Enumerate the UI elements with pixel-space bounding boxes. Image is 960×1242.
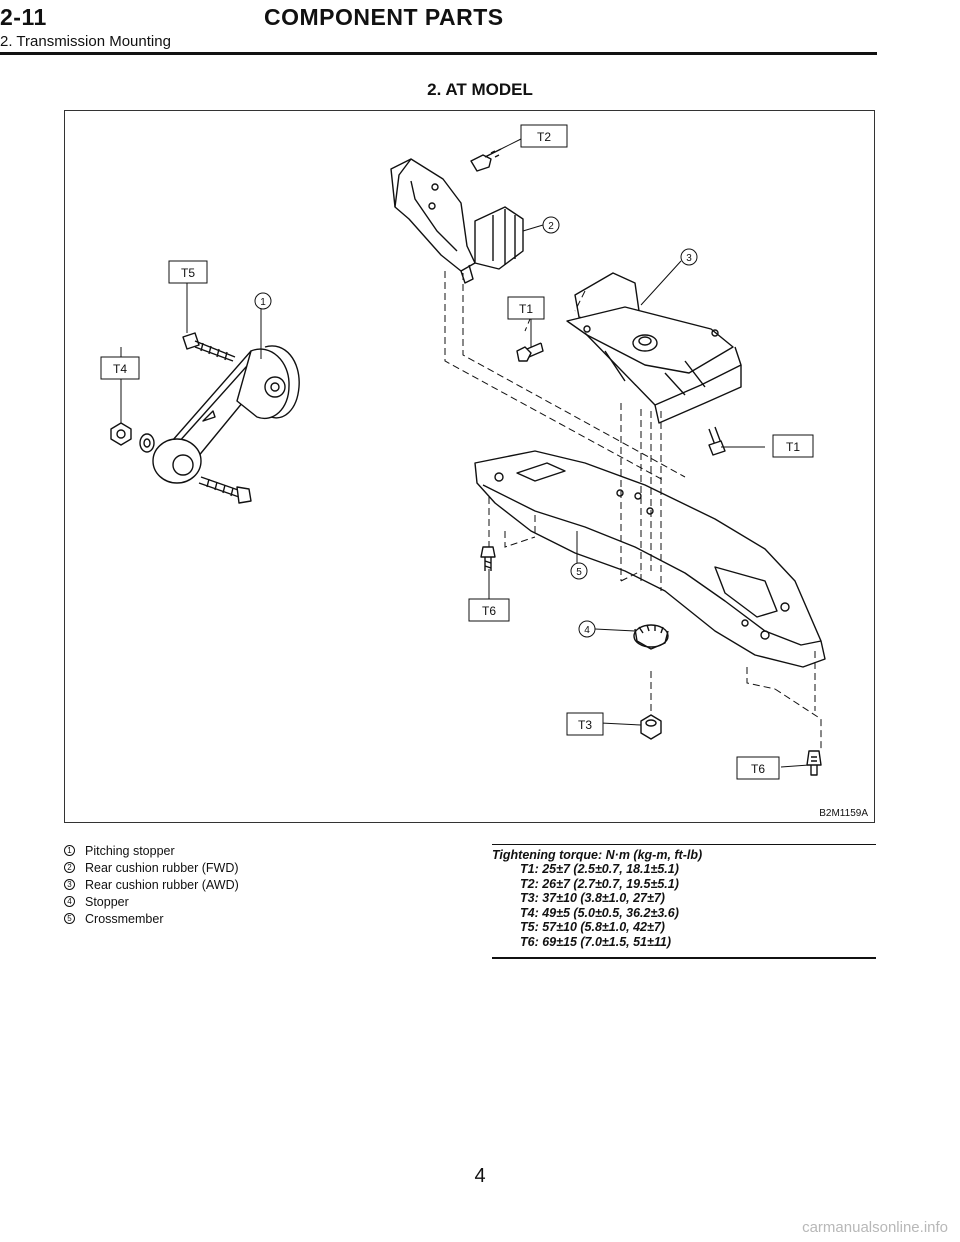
t2-bolt	[470, 148, 502, 172]
legend-text: Crossmember	[85, 911, 164, 926]
label-t1-upper: T1	[519, 302, 533, 316]
legend-text: Rear cushion rubber (FWD)	[85, 860, 239, 875]
t5-bolt	[182, 332, 236, 362]
t6-callout-box-left	[468, 598, 510, 622]
label-t2: T2	[537, 130, 551, 144]
legend-number: 1	[64, 845, 75, 856]
t4-callout-box	[100, 356, 140, 380]
model-title: 2. AT MODEL	[427, 80, 533, 99]
legend-number: 5	[64, 913, 75, 924]
header-rule	[0, 52, 877, 55]
t1-bolt-left	[516, 342, 544, 362]
t1-bolt-right	[708, 426, 726, 456]
rear-cushion-rubber-awd	[566, 272, 742, 424]
label-t5: T5	[181, 266, 195, 280]
t4-nut	[110, 422, 155, 453]
t5-callout-box	[168, 260, 208, 284]
torque-line: T2: 26±7 (2.7±0.7, 19.5±5.1)	[520, 876, 679, 891]
exploded-diagram: T2 T5 T4 T1 T1 T6 T3 T6 1 2 3 4 5 B2M115…	[64, 110, 875, 823]
legend-item: 2 Rear cushion rubber (FWD)	[64, 859, 464, 876]
torque-line: T4: 49±5 (5.0±0.5, 36.2±3.6)	[520, 905, 679, 920]
label-num-3: 3	[686, 253, 692, 264]
number-circle-4	[578, 620, 596, 638]
label-t6-left: T6	[482, 604, 496, 618]
legend-number: 3	[64, 879, 75, 890]
crossmember	[474, 450, 826, 668]
page-code: 2-11	[0, 4, 47, 30]
t3-nut	[640, 714, 662, 740]
subsection-title: 2. Transmission Mounting	[0, 33, 171, 50]
label-t6-right: T6	[751, 762, 765, 776]
label-num-4: 4	[584, 625, 590, 636]
torque-line: T1: 25±7 (2.5±0.7, 18.1±5.1)	[520, 862, 679, 876]
pitching-stopper	[152, 345, 300, 484]
rear-cushion-rubber-fwd	[390, 158, 524, 284]
t3-callout-box	[566, 712, 604, 736]
number-circles	[254, 216, 698, 638]
torque-line: T3: 37±10 (3.8±1.0, 27±7)	[520, 891, 665, 905]
page-number: 4	[474, 1165, 486, 1187]
number-circle-3	[680, 248, 698, 266]
torque-spec-box: Tightening torque: N·m (kg-m, ft-lb) T1:…	[492, 844, 876, 959]
number-circle-2	[542, 216, 560, 234]
legend-text: Stopper	[85, 894, 129, 909]
torque-line: T5: 57±10 (5.8±1.0, 42±7)	[520, 920, 665, 934]
label-num-2: 2	[548, 221, 554, 232]
label-t3: T3	[578, 718, 592, 732]
legend-item: 3 Rear cushion rubber (AWD)	[64, 876, 464, 893]
t6-callout-box-right	[736, 756, 780, 780]
legend-number: 4	[64, 896, 75, 907]
legend-text: Pitching stopper	[85, 843, 175, 858]
label-t1-lower: T1	[786, 440, 800, 454]
number-circle-5	[570, 562, 588, 580]
stopper-lower-bolt	[198, 476, 252, 504]
label-num-1: 1	[260, 297, 266, 308]
section-title: COMPONENT PARTS	[264, 4, 504, 30]
t6-bolt-right	[806, 750, 822, 776]
torque-rule-top	[492, 844, 876, 845]
legend-text: Rear cushion rubber (AWD)	[85, 877, 239, 892]
legend-item: 1 Pitching stopper	[64, 842, 464, 859]
torque-rule-bottom	[492, 957, 876, 959]
figure-code: B2M1159A	[819, 808, 868, 819]
legend-item: 5 Crossmember	[64, 910, 464, 927]
t1-callout-box-lower	[772, 434, 814, 458]
torque-heading: Tightening torque: N·m (kg-m, ft-lb)	[492, 848, 703, 862]
label-t4: T4	[113, 362, 127, 376]
watermark: carmanualsonline.info	[802, 1219, 948, 1236]
parts-legend: 1 Pitching stopper 2 Rear cushion rubber…	[64, 842, 464, 927]
number-circle-1	[254, 292, 272, 310]
torque-line: T6: 69±15 (7.0±1.5, 51±11)	[520, 934, 671, 949]
t1-callout-box-upper	[507, 296, 545, 320]
t2-callout-box	[520, 124, 568, 148]
t6-bolt-left	[480, 546, 496, 571]
legend-item: 4 Stopper	[64, 893, 464, 910]
stopper	[633, 624, 669, 650]
alignment-lines	[444, 271, 822, 751]
callout-boxes	[100, 124, 814, 780]
leader-lines	[120, 138, 810, 768]
legend-number: 2	[64, 862, 75, 873]
diagram-drawing: T2 T5 T4 T1 T1 T6 T3 T6 1 2 3 4 5	[100, 124, 826, 780]
label-num-5: 5	[576, 567, 582, 578]
